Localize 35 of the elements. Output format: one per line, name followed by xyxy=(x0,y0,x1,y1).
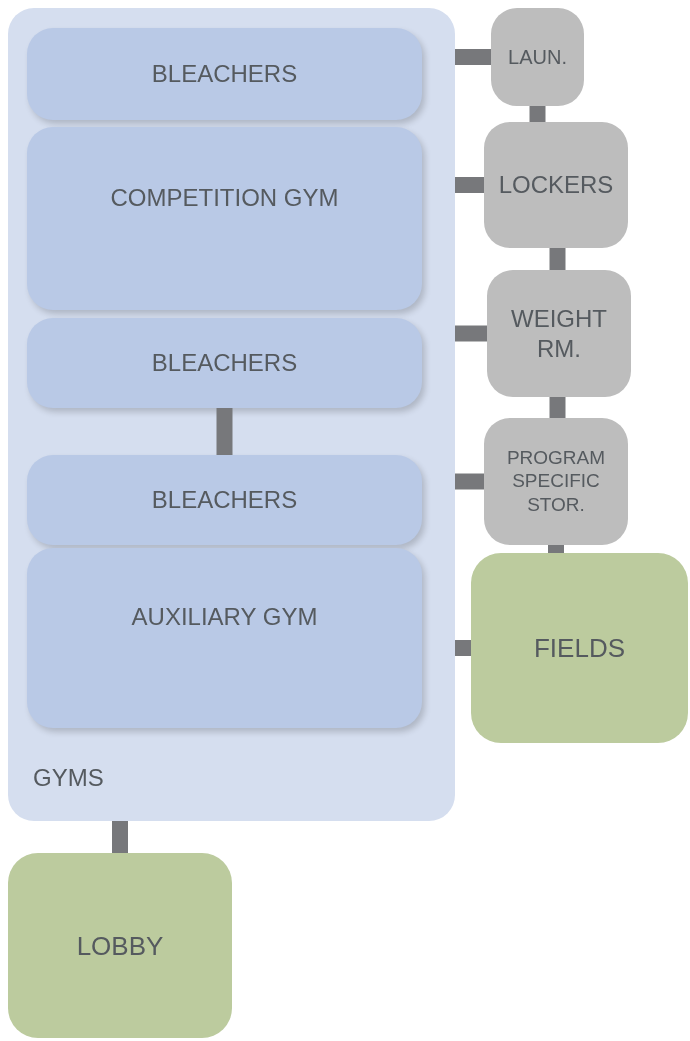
room-label: LAUN. xyxy=(507,44,568,70)
room-box xyxy=(484,122,628,248)
room-label: BLEACHERS xyxy=(150,348,299,378)
connector xyxy=(529,106,546,122)
connector xyxy=(455,325,487,342)
room-label: BLEACHERS xyxy=(150,59,299,89)
room-label: BLEACHERS xyxy=(150,485,299,515)
connector xyxy=(455,49,491,65)
room-label: LOCKERS xyxy=(497,170,615,200)
connector xyxy=(455,640,471,656)
room-box xyxy=(487,270,631,397)
room-label: PROGRAM SPECIFIC STOR. xyxy=(505,445,607,518)
connector xyxy=(549,397,566,418)
connector xyxy=(216,408,233,455)
room-label: FIELDS xyxy=(533,631,626,665)
room-box xyxy=(27,127,422,310)
zone-box xyxy=(471,553,688,743)
room-label: COMPETITION GYM xyxy=(109,182,340,213)
room-label: GYMS xyxy=(33,763,104,793)
connector xyxy=(549,248,566,270)
room-label: LOBBY xyxy=(75,929,165,962)
room-label: WEIGHT RM. xyxy=(510,303,608,364)
connector xyxy=(455,177,484,193)
room-box xyxy=(27,455,422,545)
zone-panel xyxy=(8,8,455,821)
room-box xyxy=(27,28,422,120)
room-box xyxy=(27,548,422,728)
connector xyxy=(455,473,484,490)
connector xyxy=(548,545,564,553)
zone-box xyxy=(8,853,232,1038)
room-box xyxy=(484,418,628,545)
room-box xyxy=(27,318,422,408)
connector xyxy=(112,821,128,853)
room-box xyxy=(491,8,584,106)
room-label: AUXILIARY GYM xyxy=(130,602,319,632)
